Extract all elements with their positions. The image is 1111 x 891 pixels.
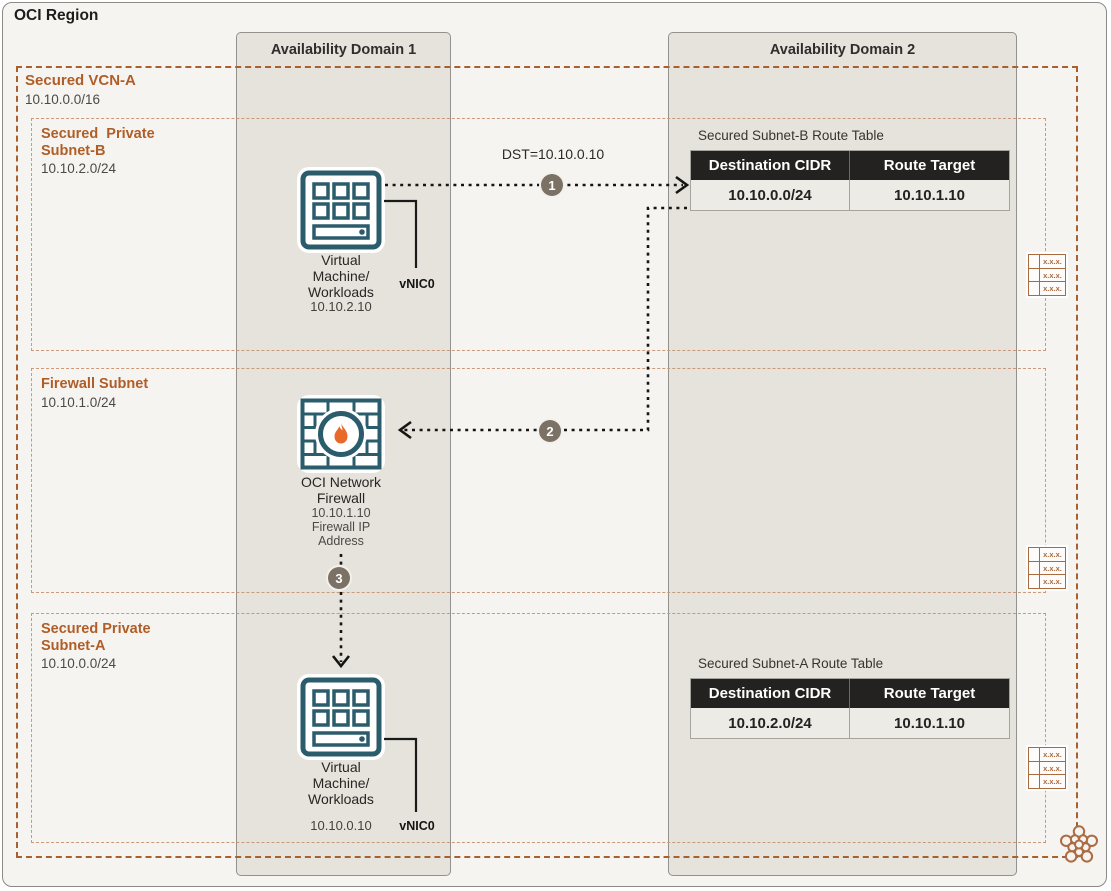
vm-bottom-ip: 10.10.0.10: [310, 818, 372, 833]
route-entry-cell: x.x.x.: [1043, 284, 1062, 294]
subnet-a-boundary: Secured Private Subnet-A 10.10.0.0/24: [31, 613, 1046, 843]
step-badge-2: 2: [539, 420, 561, 442]
subnet-a-title: Secured Private Subnet-A: [41, 621, 151, 654]
vcn-boundary: [16, 66, 1078, 858]
firewall-ip: 10.10.1.10: [311, 506, 371, 520]
step-badge-3: 3: [328, 567, 350, 589]
dst-label: DST=10.10.0.10: [501, 146, 605, 162]
table-row: 10.10.0.0/24 10.10.1.10: [691, 180, 1009, 210]
subnet-b-title: Secured Private Subnet-B: [41, 126, 155, 159]
route-table-b: Destination CIDR Route Target 10.10.0.0/…: [690, 150, 1010, 211]
firewall-subnet-cidr: 10.10.1.0/24: [41, 394, 117, 410]
route-table-a-cell-cidr: 10.10.2.0/24: [691, 708, 849, 738]
step-badge-1: 1: [541, 174, 563, 196]
vcn-network-icon: [1056, 820, 1102, 866]
route-entry-cell: x.x.x.: [1043, 777, 1062, 787]
vm-top-label: Virtual Machine/ Workloads: [308, 252, 374, 300]
route-table-a-header-target: Route Target: [849, 679, 1009, 708]
route-table-mini-icon: x.x.x. x.x.x. x.x.x.: [1028, 254, 1066, 296]
route-table-a: Destination CIDR Route Target 10.10.2.0/…: [690, 678, 1010, 739]
route-table-b-header-target: Route Target: [849, 151, 1009, 180]
table-row: 10.10.2.0/24 10.10.1.10: [691, 708, 1009, 738]
route-table-mini-icon: x.x.x. x.x.x. x.x.x.: [1028, 747, 1066, 789]
route-table-mini-icon: x.x.x. x.x.x. x.x.x.: [1028, 547, 1066, 589]
firewall-subnet-title: Firewall Subnet: [41, 376, 149, 392]
virtual-machine-icon: [300, 677, 382, 757]
availability-domain-1-label: Availability Domain 1: [270, 42, 417, 58]
route-table-b-cell-target: 10.10.1.10: [849, 180, 1009, 210]
route-entry-cell: x.x.x.: [1043, 749, 1062, 759]
vm-bottom-label: Virtual Machine/ Workloads: [308, 759, 374, 807]
route-table-a-title: Secured Subnet-A Route Table: [698, 656, 884, 671]
route-entry-cell: x.x.x.: [1043, 270, 1062, 280]
route-entry-cell: x.x.x.: [1043, 563, 1062, 573]
vnic0-label-top: vNIC0: [399, 277, 435, 291]
vcn-label: Secured VCN-A 10.10.0.0/16: [25, 72, 136, 108]
route-table-a-cell-target: 10.10.1.10: [849, 708, 1009, 738]
oci-region-title: OCI Region: [14, 7, 99, 24]
route-table-b-title: Secured Subnet-B Route Table: [698, 128, 884, 143]
virtual-machine-icon: [300, 170, 382, 250]
vcn-cidr: 10.10.0.0/16: [25, 91, 101, 107]
network-firewall-icon: [300, 398, 382, 470]
route-entry-cell: x.x.x.: [1043, 577, 1062, 587]
vm-top-ip: 10.10.2.10: [310, 299, 372, 314]
route-entry-cell: x.x.x.: [1043, 549, 1062, 559]
route-table-b-cell-cidr: 10.10.0.0/24: [691, 180, 849, 210]
flame-glyph: [334, 422, 348, 444]
subnet-a-cidr: 10.10.0.0/24: [41, 656, 117, 671]
vnic0-label-bottom: vNIC0: [399, 819, 435, 833]
subnet-b-boundary: Secured Private Subnet-B 10.10.2.0/24: [31, 118, 1046, 351]
subnet-b-cidr: 10.10.2.0/24: [41, 161, 117, 176]
route-entry-cell: x.x.x.: [1043, 763, 1062, 773]
route-table-b-header-cidr: Destination CIDR: [691, 151, 849, 180]
route-entry-cell: x.x.x.: [1043, 256, 1062, 266]
availability-domain-2-label: Availability Domain 2: [769, 42, 916, 58]
firewall-label: OCI Network Firewall: [300, 474, 382, 506]
firewall-ip-note: Firewall IP Address: [311, 520, 371, 548]
vcn-title: Secured VCN-A: [25, 72, 136, 89]
route-table-a-header-cidr: Destination CIDR: [691, 679, 849, 708]
firewall-subnet-boundary: Firewall Subnet 10.10.1.0/24: [31, 368, 1046, 593]
